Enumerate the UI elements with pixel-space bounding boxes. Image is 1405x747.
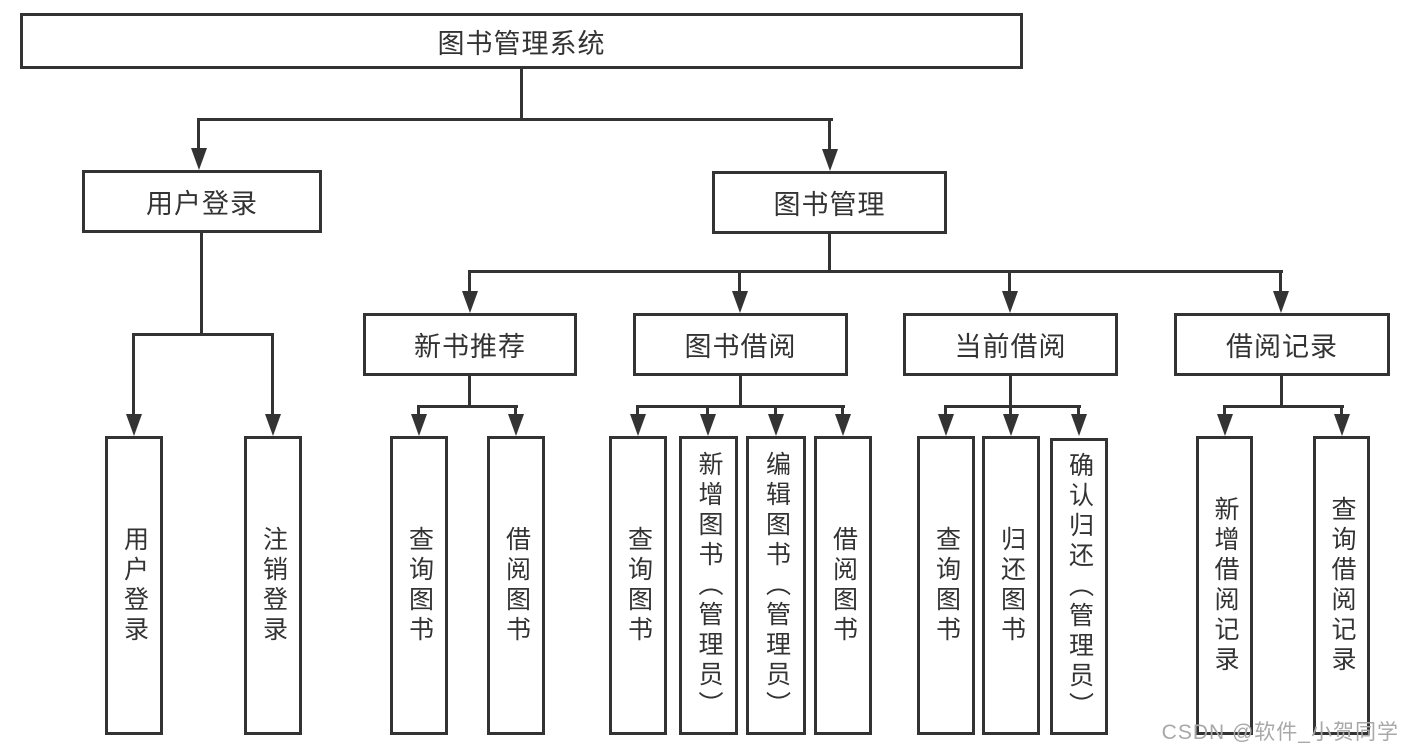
connector-line [271,333,274,416]
arrow-down-icon [411,414,427,436]
arrow-down-icon [630,414,646,436]
node-label: 借阅记录 [1226,332,1338,362]
connector-line [197,118,833,121]
connector-line [828,234,831,272]
arrow-down-icon [508,414,524,436]
node-label: 用户登录 [120,525,149,646]
connector-line [1009,376,1012,407]
connector-line [468,270,1283,273]
arrow-down-icon [1334,414,1350,436]
node-label: 借阅图书 [502,525,531,646]
node-label: 查询图书 [624,525,653,646]
connector-line [828,118,831,153]
node-leaf-borrow-books-1: 借阅图书 [487,436,545,735]
connector-line [468,376,471,407]
csdn-watermark: CSDN @软件_小贺同学 [1161,721,1399,744]
arrow-down-icon [768,414,784,436]
node-leaf-logout: 注销登录 [244,436,302,735]
connector-line [1008,270,1011,294]
node-borrowing-records: 借阅记录 [1174,313,1390,376]
node-label: 图书管理 [773,190,886,220]
connector-line [132,333,274,336]
node-label: 注销登录 [259,525,288,646]
connector-line [841,405,844,419]
connector-line [944,405,947,419]
node-library-management-system: 图书管理系统 [20,13,1023,69]
arrow-down-icon [938,414,954,436]
node-new-book-recommendation: 新书推荐 [363,313,577,376]
node-label: 借阅图书 [829,525,858,646]
connector-line [417,405,518,408]
node-leaf-add-borrow-record: 新增借阅记录 [1196,436,1253,735]
node-label: 查询图书 [932,525,961,646]
node-leaf-confirm-return-admin: 确认归还（管理员） [1050,438,1108,735]
node-label: 新增借阅记录 [1211,495,1239,676]
arrow-down-icon [265,414,281,436]
node-label: 查询借阅记录 [1328,495,1356,676]
node-leaf-add-books-admin: 新增图书（管理员） [679,436,738,735]
connector-line [636,405,639,419]
connector-line [636,405,845,408]
node-leaf-edit-books-admin: 编辑图书（管理员） [746,436,806,735]
node-leaf-borrow-books-2: 借阅图书 [814,436,872,735]
connector-line [200,233,203,335]
connector-line [132,333,135,416]
node-book-management-branch: 图书管理 [712,171,947,234]
arrow-down-icon [1003,414,1019,436]
connector-line [1279,270,1282,294]
node-leaf-query-books-2: 查询图书 [609,436,667,735]
connector-line [774,405,777,419]
connector-line [1009,405,1012,419]
node-label: 确认归还（管理员） [1065,451,1094,722]
connector-line [738,270,741,294]
connector-line [520,69,523,120]
node-current-borrowing: 当前借阅 [903,313,1118,376]
node-leaf-query-books-3: 查询图书 [917,436,975,735]
arrow-down-icon [1273,291,1289,313]
node-book-borrowing: 图书借阅 [633,313,848,376]
node-label: 新增图书（管理员） [695,450,723,721]
connector-line [1340,405,1343,419]
node-label: 当前借阅 [954,332,1067,362]
node-leaf-return-books: 归还图书 [982,436,1040,735]
connector-line [197,118,200,152]
node-leaf-user-login: 用户登录 [105,436,163,735]
connector-line [706,405,709,419]
node-user-login-branch: 用户登录 [82,170,322,233]
node-label: 新书推荐 [414,332,526,362]
node-label: 编辑图书（管理员） [762,450,791,721]
connector-line [1280,376,1283,407]
arrow-down-icon [1217,414,1233,436]
arrow-down-icon [1002,291,1018,313]
node-leaf-query-books-1: 查询图书 [390,436,448,735]
arrow-down-icon [732,291,748,313]
connector-line [944,405,1081,408]
node-label: 用户登录 [146,189,258,219]
arrow-down-icon [700,414,716,436]
arrow-down-icon [1071,414,1087,436]
connector-line [468,270,471,294]
node-leaf-query-borrow-record: 查询借阅记录 [1313,436,1370,735]
node-label: 图书管理系统 [437,28,606,59]
arrow-down-icon [822,149,838,171]
node-label: 图书借阅 [684,332,797,362]
connector-line [417,405,420,419]
arrow-down-icon [835,414,851,436]
node-label: 查询图书 [405,525,434,646]
connector-line [1223,405,1344,408]
connector-line [739,376,742,407]
arrow-down-icon [126,414,142,436]
connector-line [1077,405,1080,419]
node-label: 归还图书 [997,525,1026,646]
connector-line [1223,405,1226,419]
arrow-down-icon [191,148,207,170]
arrow-down-icon [462,291,478,313]
connector-line [514,405,517,419]
